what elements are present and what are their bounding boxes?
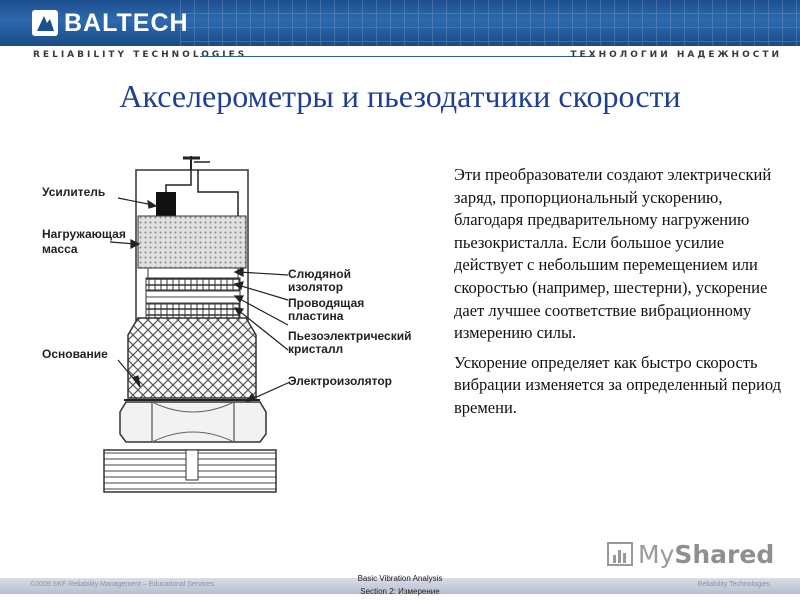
- label-plate-1: Проводящая: [288, 296, 364, 310]
- label-amplifier: Усилитель: [42, 185, 105, 199]
- logo-mark-icon: [32, 10, 58, 36]
- brand-name: BALTECH: [64, 8, 189, 37]
- description-text: Эти преобразователи создают электрически…: [454, 164, 784, 420]
- tagline-en: RELIABILITY TECHNOLOGIES: [33, 50, 248, 60]
- baltech-logo: BALTECH: [32, 9, 189, 37]
- label-mica-2: изолятор: [288, 280, 343, 294]
- watermark-prefix: My: [638, 539, 675, 569]
- footer-section: Section 2: Измерение: [360, 587, 440, 596]
- footer-right: Reliability Technologies: [697, 581, 770, 588]
- base-body: [127, 317, 257, 399]
- hex-nut: [119, 401, 267, 443]
- watermark-suffix: Shared: [674, 539, 775, 569]
- footer-copyright: ©2009 SKF Reliability Management – Educa…: [30, 581, 215, 588]
- label-load-mass-1: Нагружающая: [42, 227, 126, 241]
- divider: [200, 56, 595, 57]
- footer-course: Basic Vibration Analysis Section 2: Изме…: [330, 572, 470, 598]
- mica-insulator: [147, 267, 239, 279]
- footer: ©2009 SKF Reliability Management – Educa…: [0, 572, 800, 600]
- label-load-mass-2: масса: [42, 242, 78, 256]
- header-banner: BALTECH RELIABILITY TECHNOLOGIES ТЕХНОЛО…: [0, 0, 800, 68]
- piezo-crystal: [145, 303, 241, 319]
- footer-course-title: Basic Vibration Analysis: [357, 574, 443, 583]
- label-crystal-2: кристалл: [288, 342, 343, 356]
- chart-icon: [607, 542, 633, 566]
- load-mass: [137, 215, 247, 269]
- amplifier-block: [156, 192, 176, 216]
- footer-bar: [0, 578, 800, 594]
- conductive-plate: [145, 289, 241, 305]
- label-base: Основание: [42, 347, 108, 361]
- label-plate-2: пластина: [288, 309, 344, 323]
- label-crystal-1: Пьезоэлектрический: [288, 329, 412, 343]
- paragraph-2: Ускорение определяет как быстро скорость…: [454, 352, 782, 417]
- label-insulator: Электроизолятор: [288, 374, 392, 388]
- paragraph-1: Эти преобразователи создают электрически…: [454, 165, 772, 343]
- tagline-ru: ТЕХНОЛОГИИ НАДЕЖНОСТИ: [570, 50, 782, 60]
- label-mica-1: Слюдяной: [288, 267, 351, 281]
- myshared-watermark: MyShared: [606, 536, 774, 572]
- header-band: [0, 0, 800, 46]
- slide-title: Акселерометры и пьезодатчики скорости: [119, 78, 681, 114]
- accelerometer-diagram: Усилитель Нагружающая масса Основание Сл…: [38, 150, 448, 495]
